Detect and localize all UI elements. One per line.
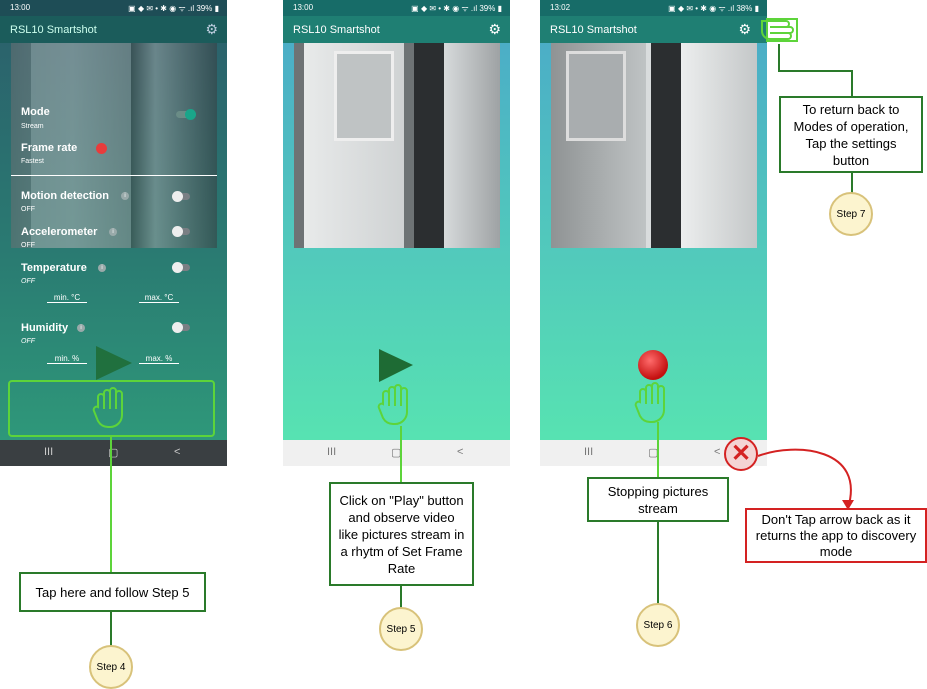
- mode-value: Stream: [21, 123, 44, 130]
- door-shape: [31, 43, 131, 248]
- gear-icon[interactable]: ⚙: [205, 21, 218, 37]
- recent-apps-button[interactable]: III: [44, 446, 54, 458]
- camera-image: [294, 43, 500, 248]
- hand-icon: [634, 382, 665, 423]
- step6-badge: Step 6: [636, 603, 680, 647]
- door-window: [566, 51, 626, 141]
- back-button[interactable]: <: [714, 446, 721, 458]
- connector-line: [851, 173, 853, 193]
- doorway-shadow: [414, 43, 444, 248]
- accelerometer-toggle[interactable]: [172, 226, 190, 237]
- status-time: 13:00: [293, 3, 314, 12]
- motion-detection-value: OFF: [21, 206, 35, 213]
- phone-screen-play: 13:00 ▣ ◆ ✉ • ✱ ◉ ᯤ .ıl 39% ▮ RSL10 Smar…: [283, 0, 510, 466]
- status-icons: ▣ ◆ ✉ • ✱ ◉ ᯤ .ıl 39% ▮: [411, 4, 502, 13]
- app-title: RSL10 Smartshot: [293, 24, 380, 36]
- home-button[interactable]: ▢: [391, 447, 402, 459]
- stop-record-button[interactable]: [638, 350, 668, 380]
- step7-badge: Step 7: [829, 192, 873, 236]
- status-bar: 13:02 ▣ ◆ ✉ • ✱ ◉ ᯤ .ıl 38% ▮: [540, 0, 767, 16]
- motion-detection-toggle[interactable]: [172, 191, 190, 202]
- connector-line: [110, 436, 112, 572]
- warning-instruction: Don't Tap arrow back as it returns the a…: [745, 508, 927, 563]
- hand-icon: [377, 384, 408, 425]
- humidity-toggle[interactable]: [172, 322, 190, 333]
- back-button[interactable]: <: [174, 446, 181, 458]
- step4-badge: Step 4: [89, 645, 133, 689]
- connector-line: [657, 522, 659, 605]
- info-icon[interactable]: i: [77, 324, 85, 332]
- play-icon[interactable]: [379, 349, 413, 382]
- motion-detection-label: Motion detection: [21, 190, 109, 202]
- temperature-label: Temperature: [21, 262, 87, 274]
- connector-line: [778, 70, 852, 72]
- step7-instruction: To return back to Modes of operation, Ta…: [779, 96, 923, 173]
- connector-line: [110, 612, 112, 648]
- status-bar: 13:00 ▣ ◆ ✉ • ✱ ◉ ᯤ .ıl 39% ▮: [0, 0, 227, 16]
- temperature-min-input[interactable]: min. °C: [47, 293, 87, 303]
- nav-bar: III ▢ <: [283, 440, 510, 466]
- camera-image: [551, 43, 757, 248]
- mode-toggle[interactable]: [176, 109, 196, 120]
- info-icon[interactable]: i: [98, 264, 106, 272]
- home-button[interactable]: ▢: [648, 447, 659, 459]
- status-icons: ▣ ◆ ✉ • ✱ ◉ ᯤ .ıl 39% ▮: [128, 4, 219, 13]
- settings-divider: [11, 175, 217, 176]
- phone-screen-settings: 13:00 ▣ ◆ ✉ • ✱ ◉ ᯤ .ıl 39% ▮ RSL10 Smar…: [0, 0, 227, 466]
- temperature-value: OFF: [21, 278, 35, 285]
- status-time: 13:02: [550, 3, 571, 12]
- recent-apps-button[interactable]: III: [327, 446, 337, 458]
- frame-rate-slider-thumb[interactable]: [96, 143, 107, 154]
- recent-apps-button[interactable]: III: [584, 446, 594, 458]
- hand-icon: [92, 387, 123, 428]
- step4-instruction: Tap here and follow Step 5: [19, 572, 206, 612]
- info-icon[interactable]: i: [121, 192, 129, 200]
- connector-line: [657, 422, 659, 477]
- door-window: [334, 51, 394, 141]
- mode-label: Mode: [21, 106, 50, 118]
- step5-instruction: Click on "Play" button and observe video…: [329, 482, 474, 586]
- accelerometer-label: Accelerometer: [21, 226, 98, 238]
- phone-screen-stop: 13:02 ▣ ◆ ✉ • ✱ ◉ ᯤ .ıl 38% ▮ RSL10 Smar…: [540, 0, 767, 466]
- connector-line: [851, 70, 853, 96]
- app-bar: RSL10 Smartshot ⚙: [0, 16, 227, 43]
- warning-connector-curve: [757, 448, 854, 510]
- warning-x-icon: ✕: [724, 437, 758, 471]
- play-icon[interactable]: [96, 346, 132, 380]
- humidity-max-input[interactable]: max. %: [139, 354, 179, 364]
- step5-badge: Step 5: [379, 607, 423, 651]
- frame-rate-label: Frame rate: [21, 142, 78, 154]
- gear-icon[interactable]: ⚙: [738, 21, 751, 37]
- app-title: RSL10 Smartshot: [550, 24, 637, 36]
- temperature-max-input[interactable]: max. °C: [139, 293, 179, 303]
- open-door: [444, 43, 500, 248]
- app-bar: RSL10 Smartshot ⚙: [540, 16, 767, 43]
- doorway-shadow: [651, 43, 681, 248]
- info-icon[interactable]: i: [109, 228, 117, 236]
- status-bar: 13:00 ▣ ◆ ✉ • ✱ ◉ ᯤ .ıl 39% ▮: [283, 0, 510, 16]
- connector-line: [400, 426, 402, 482]
- home-button[interactable]: ▢: [108, 447, 119, 459]
- temperature-toggle[interactable]: [172, 262, 190, 273]
- accelerometer-value: OFF: [21, 242, 35, 249]
- app-bar: RSL10 Smartshot ⚙: [283, 16, 510, 43]
- app-title: RSL10 Smartshot: [10, 24, 97, 36]
- humidity-label: Humidity: [21, 322, 69, 334]
- frame-rate-value: Fastest: [21, 158, 44, 165]
- nav-bar: III ▢ <: [0, 440, 227, 466]
- step6-instruction: Stopping pictures stream: [587, 477, 729, 522]
- humidity-value: OFF: [21, 338, 35, 345]
- connector-line: [778, 44, 780, 71]
- status-time: 13:00: [10, 3, 31, 12]
- status-icons: ▣ ◆ ✉ • ✱ ◉ ᯤ .ıl 38% ▮: [668, 4, 759, 13]
- open-door: [681, 43, 757, 248]
- camera-image-dimmed: [11, 43, 217, 248]
- back-button[interactable]: <: [457, 446, 464, 458]
- gear-highlight: [766, 18, 798, 42]
- gear-icon[interactable]: ⚙: [488, 21, 501, 37]
- humidity-min-input[interactable]: min. %: [47, 354, 87, 364]
- connector-line: [400, 586, 402, 608]
